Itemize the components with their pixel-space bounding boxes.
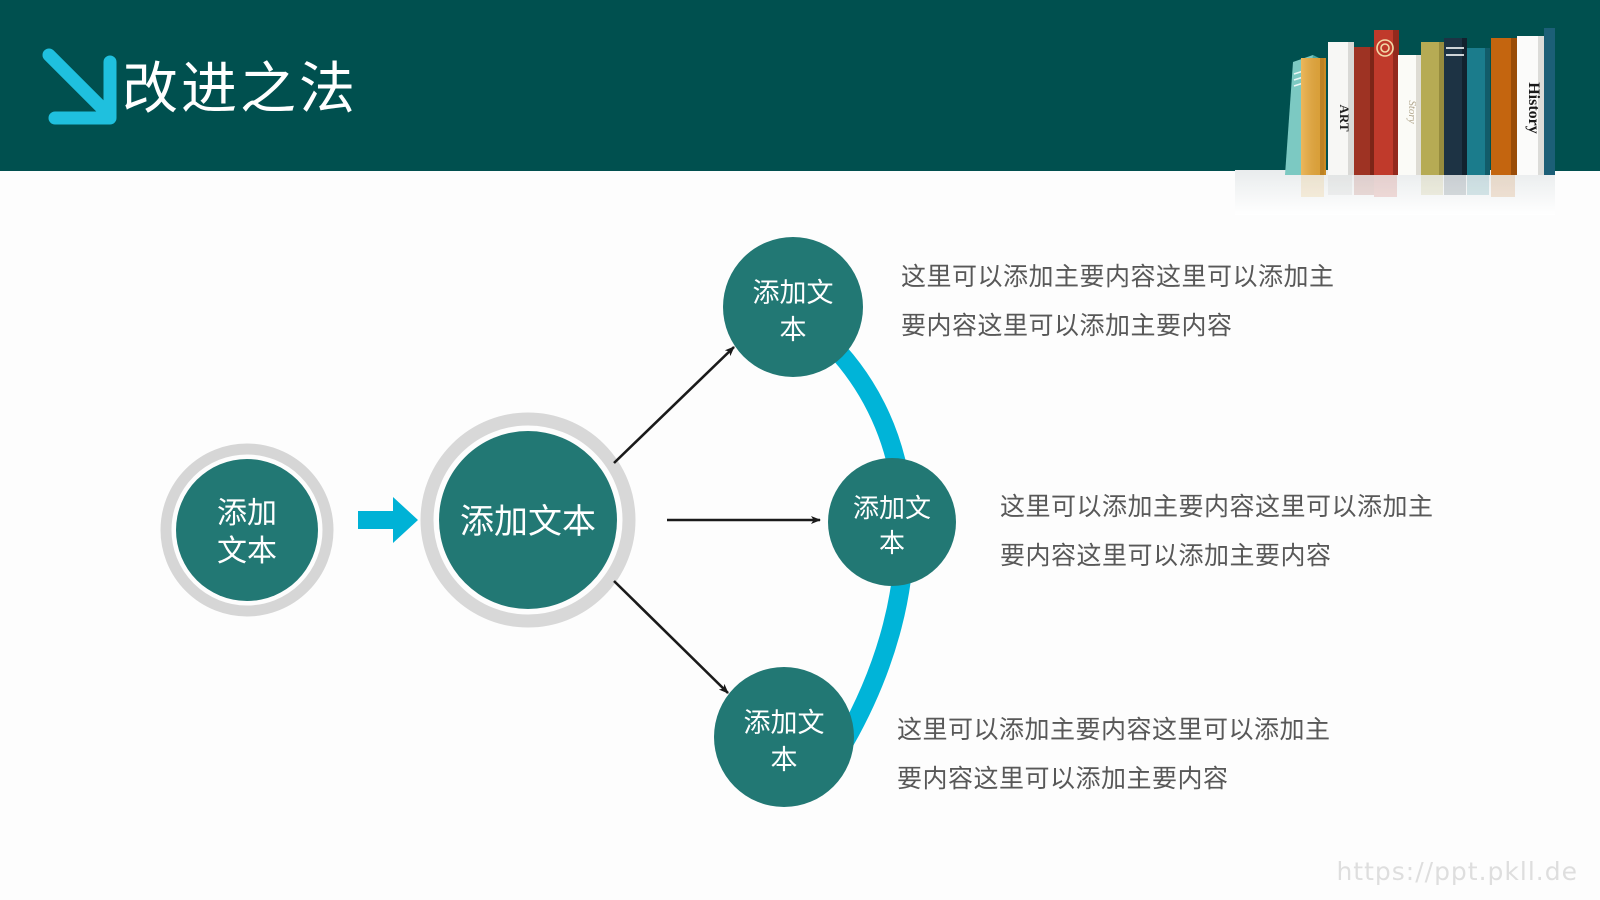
book-spine-cream-story: Story (1398, 55, 1421, 175)
book-spine-white-history: History (1517, 36, 1544, 175)
book-spine-olive (1421, 42, 1444, 175)
book-spine-white-art: ART (1328, 42, 1354, 175)
page-title: 改进之法 (122, 57, 358, 122)
node-branch-1[interactable]: 添加文 本 (723, 237, 863, 377)
footer-url[interactable]: https://ppt.pkll.de (1336, 857, 1578, 886)
books-illustration: ART Story (1235, 28, 1555, 215)
node-start-line2: 文本 (217, 534, 277, 569)
branch-3-description-line2: 要内容这里可以添加主要内容 (897, 764, 1229, 793)
process-diagram: 添加 文本 添加文本 添加文 本 添加文 本 (160, 237, 956, 807)
node-branch-1-line2: 本 (780, 315, 807, 346)
book-spine-red (1374, 30, 1399, 175)
branch-3-description-line1: 这里可以添加主要内容这里可以添加主 (897, 715, 1331, 744)
book-spine-navy (1444, 38, 1467, 175)
arrow-down-right-icon (42, 48, 117, 125)
node-branch-1-line1: 添加文 (753, 278, 834, 309)
connector-arrow-bottom (613, 580, 729, 694)
branch-2-description-line1: 这里可以添加主要内容这里可以添加主 (1000, 492, 1434, 521)
node-hub[interactable]: 添加文本 (420, 412, 636, 628)
node-start[interactable]: 添加 文本 (160, 443, 334, 617)
node-branch-2-line1: 添加文 (853, 494, 931, 524)
branch-2-description: 这里可以添加主要内容这里可以添加主 要内容这里可以添加主要内容 (1000, 482, 1434, 580)
branch-3-description: 这里可以添加主要内容这里可以添加主 要内容这里可以添加主要内容 (897, 705, 1331, 803)
node-branch-3[interactable]: 添加文 本 (714, 667, 854, 807)
book-spine-darkred (1354, 47, 1375, 175)
svg-text:ART: ART (1337, 105, 1352, 132)
node-branch-2-line2: 本 (879, 529, 905, 559)
book-spine-steelblue (1544, 28, 1555, 175)
branch-1-description-line1: 这里可以添加主要内容这里可以添加主 (901, 262, 1335, 291)
branch-1-description-line2: 要内容这里可以添加主要内容 (901, 311, 1233, 340)
branch-1-description: 这里可以添加主要内容这里可以添加主 要内容这里可以添加主要内容 (901, 252, 1335, 350)
branch-2-description-line2: 要内容这里可以添加主要内容 (1000, 541, 1332, 570)
svg-text:History: History (1525, 82, 1542, 134)
svg-text:Story: Story (1406, 100, 1418, 123)
node-hub-label: 添加文本 (460, 502, 596, 542)
connector-arrow-top (613, 346, 735, 464)
node-start-line1: 添加 (217, 496, 277, 531)
node-branch-2[interactable]: 添加文 本 (828, 458, 956, 586)
cyan-block-arrow (358, 497, 418, 543)
book-spine-yellow (1301, 58, 1326, 175)
node-branch-3-line2: 本 (771, 745, 798, 776)
book-spine-orange (1491, 38, 1517, 175)
node-branch-3-line1: 添加文 (744, 708, 825, 739)
book-spine-teal (1467, 48, 1490, 175)
